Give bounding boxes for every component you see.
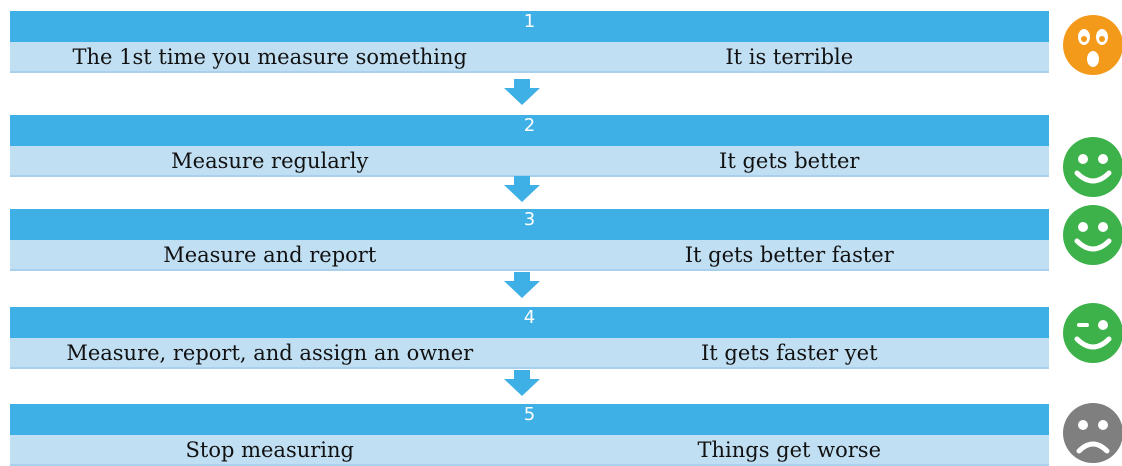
step-result: It gets faster yet <box>700 341 878 365</box>
smiley-face-icon <box>1063 137 1122 197</box>
step-content-bar: Measure, report, and assign an owner It … <box>10 338 1049 369</box>
step-number-bar: 4 <box>10 307 1049 338</box>
step-action: Measure regularly <box>171 149 369 173</box>
step-action: Measure, report, and assign an owner <box>66 341 474 365</box>
step-number-bar: 3 <box>10 209 1049 240</box>
step-number-bar: 5 <box>10 404 1049 435</box>
step-content-bar: Measure and report It gets better faster <box>10 240 1049 271</box>
step-number: 3 <box>523 209 536 230</box>
step-3: 3 Measure and report It gets better fast… <box>10 209 1049 271</box>
winking-face-icon <box>1063 303 1122 363</box>
step-number: 4 <box>523 307 536 328</box>
step-number: 1 <box>523 11 536 32</box>
step-number: 2 <box>523 115 536 136</box>
step-action: Measure and report <box>163 243 377 267</box>
step-number-bar: 1 <box>10 11 1049 42</box>
down-arrow-icon <box>504 272 540 298</box>
step-number: 5 <box>523 404 536 425</box>
step-result: It gets better faster <box>684 243 894 267</box>
step-4: 4 Measure, report, and assign an owner I… <box>10 307 1049 369</box>
step-result: It is terrible <box>725 45 854 69</box>
step-result: It gets better <box>719 149 860 173</box>
step-content-bar: Measure regularly It gets better <box>10 146 1049 177</box>
step-action: The 1st time you measure something <box>72 45 467 69</box>
step-action: Stop measuring <box>185 438 354 462</box>
down-arrow-icon <box>504 176 540 202</box>
smiley-face-icon <box>1063 205 1122 265</box>
down-arrow-icon <box>504 79 540 105</box>
step-2: 2 Measure regularly It gets better <box>10 115 1049 177</box>
step-result: Things get worse <box>697 438 881 462</box>
sad-face-icon <box>1063 403 1122 463</box>
step-content-bar: The 1st time you measure something It is… <box>10 42 1049 73</box>
step-5: 5 Stop measuring Things get worse <box>10 404 1049 466</box>
down-arrow-icon <box>504 370 540 396</box>
step-1: 1 The 1st time you measure something It … <box>10 11 1049 73</box>
step-number-bar: 2 <box>10 115 1049 146</box>
step-content-bar: Stop measuring Things get worse <box>10 435 1049 466</box>
surprised-face-icon <box>1063 15 1122 75</box>
